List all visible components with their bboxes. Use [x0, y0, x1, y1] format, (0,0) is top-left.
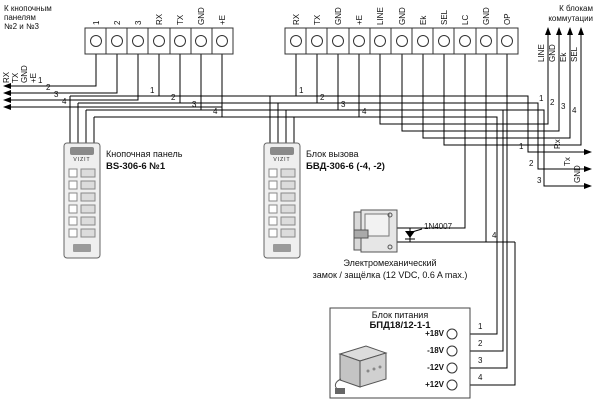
tr-exit-label-gnd: GND — [548, 44, 557, 62]
psu-terminal-label: -18V — [427, 346, 444, 355]
panel1-caption: Кнопочная панель — [106, 149, 183, 159]
panel1-model: BS-306-6 №1 — [106, 161, 166, 172]
wire-number: 2 — [478, 339, 483, 348]
psu-drawing — [334, 345, 388, 394]
note-to-panels-line1: К кнопочным — [4, 4, 52, 13]
wire-number: 4 — [478, 373, 483, 382]
psu-terminal-label: +18V — [425, 329, 444, 338]
diode-symbol — [405, 231, 415, 240]
wire-number: 3 — [341, 100, 346, 109]
wire-number: 2 — [46, 83, 51, 92]
wire-number: 1 — [478, 322, 483, 331]
wire-number: 3 — [54, 90, 59, 99]
left-block-terminal-label: GND — [197, 7, 206, 25]
note-to-commutation-line2: коммутации — [548, 14, 593, 23]
wire-number: 4 — [62, 97, 67, 106]
panel2-caption: Блок вызова — [306, 149, 359, 159]
left-terminal-block — [84, 27, 234, 55]
note-to-panels-line3: №2 и №3 — [4, 22, 39, 31]
right-exit-label-rx: Rx — [553, 139, 562, 149]
right-block-terminal-label: SEL — [440, 9, 449, 25]
wire-number: 2 — [171, 93, 176, 102]
wire-number: 1 — [150, 86, 155, 95]
panel2-brand-logo: VIZIT — [273, 157, 291, 163]
right-terminal-block — [284, 27, 519, 55]
wire-number: 4 — [362, 107, 367, 116]
wire-number: 2 — [529, 159, 534, 168]
right-block-terminal-label: OP — [503, 13, 512, 25]
note-to-panels-line2: панелям — [4, 13, 36, 22]
psu-terminal-label: +12V — [425, 380, 444, 389]
lock-caption-line2: замок / защёлка (12 VDC, 0.6 A max.) — [312, 270, 468, 280]
wire-number: 1 — [519, 142, 524, 151]
right-block-terminal-label: TX — [313, 14, 322, 25]
note-to-commutation-line1: К блокам — [559, 4, 593, 13]
right-block-terminal-label: GND — [334, 7, 343, 25]
diode-label: 1N4007 — [424, 222, 453, 231]
right-exit-label-gnd: GND — [573, 165, 582, 183]
right-block-terminal-label: LINE — [376, 7, 385, 25]
right-block-terminal-label: Ek — [419, 15, 428, 25]
tr-exit-label-sel: SEL — [570, 46, 579, 62]
wire-number: 3 — [537, 176, 542, 185]
left-block-terminal-label: 3 — [134, 20, 143, 25]
right-exit-arrows — [584, 149, 592, 189]
left-exit-label-e: +E — [29, 72, 38, 83]
wiring — [9, 34, 585, 386]
left-block-terminal-label: +E — [218, 14, 227, 25]
left-exit-label-gnd: GND — [20, 65, 29, 83]
psu-model: БПД18/12-1-1 — [369, 320, 431, 331]
top-right-exit-arrows — [545, 27, 584, 35]
left-exit-label-tx: TX — [11, 72, 20, 83]
wire-number: 2 — [320, 93, 325, 102]
left-block-terminal-label: TX — [176, 14, 185, 25]
left-block-terminal-label: RX — [155, 13, 164, 25]
tr-exit-label-line: LINE — [537, 44, 546, 62]
right-block-terminal-label: RX — [292, 13, 301, 25]
wire-number: 4 — [492, 231, 497, 240]
right-block-terminal-label: GND — [398, 7, 407, 25]
wire-number: 4 — [572, 106, 577, 115]
left-exit-label-rx: RX — [2, 71, 11, 83]
left-block-terminal-label: 2 — [113, 20, 122, 25]
wire-number: 3 — [561, 102, 566, 111]
panel2-model: БВД-306-6 (-4, -2) — [306, 161, 385, 172]
wire-number: 2 — [550, 98, 555, 107]
lock-drawing — [353, 209, 398, 253]
psu-terminal-label: -12V — [427, 363, 444, 372]
right-block-terminal-label: GND — [482, 7, 491, 25]
panel1-brand-logo: VIZIT — [73, 157, 91, 163]
left-block-terminal-label: 1 — [92, 20, 101, 25]
wire-number: 1 — [299, 86, 304, 95]
wire-number: 1 — [539, 94, 544, 103]
right-exit-label-tx: Tx — [563, 157, 572, 166]
wire-number: 1 — [38, 76, 43, 85]
wire-number: 3 — [192, 100, 197, 109]
wire-number: 4 — [213, 107, 218, 116]
tr-exit-label-ek: Ek — [559, 52, 568, 62]
left-exit-arrows — [3, 83, 11, 110]
right-block-terminal-label: +E — [355, 14, 364, 25]
psu-caption: Блок питания — [371, 310, 429, 320]
right-block-terminal-label: LC — [461, 14, 470, 25]
lock-caption-line1: Электромеханический — [343, 258, 437, 268]
wire-number: 3 — [478, 356, 483, 365]
